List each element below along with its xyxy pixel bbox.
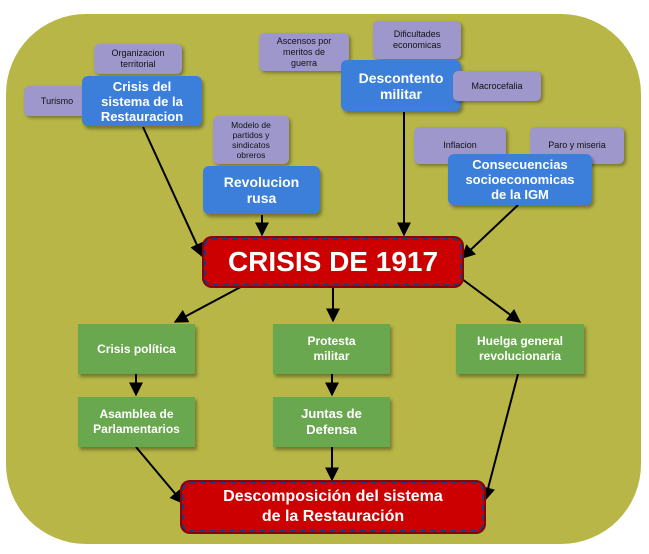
crisis-politica-box: Crisis política — [78, 324, 195, 374]
crisis-sistema-box: Crisis del sistema de la Restauracion — [82, 76, 202, 126]
ascensos-box: Ascensos por meritos de guerra — [259, 33, 349, 71]
huelga-general-box: Huelga general revolucionaria — [456, 324, 584, 374]
consecuencias-box: Consecuencias socioeconomicas de la IGM — [448, 154, 592, 205]
revolucion-rusa-box: Revolucion rusa — [203, 166, 320, 214]
protesta-militar-box: Protesta militar — [273, 324, 390, 374]
descontento-box: Descontento militar — [341, 60, 461, 111]
descomposicion-box: Descomposición del sistema de la Restaur… — [182, 482, 484, 532]
asamblea-box: Asamblea de Parlamentarios — [78, 397, 195, 447]
turismo-box: Turismo — [24, 86, 90, 116]
modelo-partidos-box: Modelo de partidos y sindicatos obreros — [213, 116, 289, 164]
crisis-1917-box: CRISIS DE 1917 — [204, 238, 462, 286]
juntas-defensa-box: Juntas de Defensa — [273, 397, 390, 447]
organizacion-territorial-box: Organizacion territorial — [94, 44, 182, 74]
dificultades-box: Dificultades economicas — [373, 21, 461, 59]
macrocefalia-box: Macrocefalia — [453, 71, 541, 101]
